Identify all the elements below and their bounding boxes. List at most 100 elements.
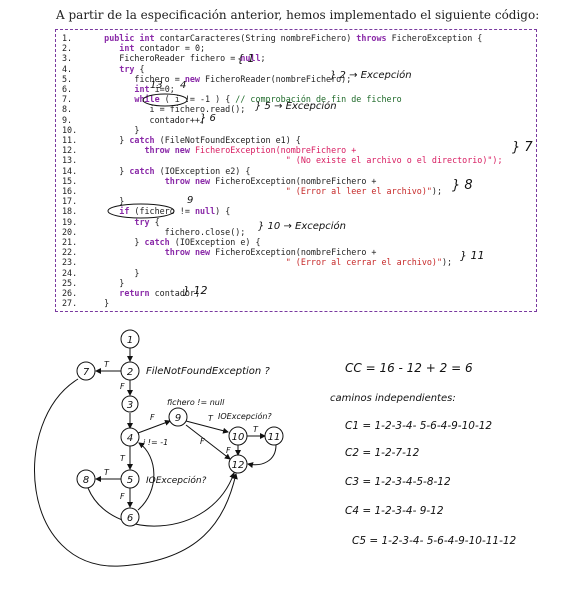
code-token <box>84 84 134 94</box>
code-token: (IOException e) { <box>169 237 261 248</box>
code-line: 8. i = fichero.read(); <box>62 104 245 114</box>
annotation-7: } 7 <box>512 140 533 155</box>
paths-heading: caminos independientes: <box>330 393 456 404</box>
node-8 <box>76 469 96 489</box>
node-12-label: 12 <box>232 460 245 471</box>
code-line: 26. return contador; <box>62 288 200 298</box>
annotation-1: { 1 <box>237 52 255 65</box>
line-number: 6. <box>62 84 73 95</box>
node-9 <box>168 407 188 427</box>
code-token: } <box>84 135 130 146</box>
code-line: 7. while ( i != -1 ) { // comprobación d… <box>62 94 402 104</box>
path-c3: C3 = 1-2-3-4-5-8-12 <box>345 476 451 488</box>
code-line: 9. contador++; <box>62 115 205 125</box>
code-token: i = fichero.read(); <box>84 104 246 115</box>
annotation-6: } 6 <box>200 113 216 124</box>
annotation-12: } 12 <box>183 284 208 297</box>
annotation-9: 9 <box>187 195 194 206</box>
line-number: 9. <box>62 114 73 125</box>
code-token: int <box>119 43 135 54</box>
edge-label-9-10: T <box>208 414 214 423</box>
code-token: " (No existe el archivo o el directorio)… <box>285 155 493 166</box>
code-token: fichero = <box>84 73 185 84</box>
line-number: 23. <box>62 257 78 268</box>
code-token: ; <box>260 53 266 64</box>
code-line: 12. throw new FicheroException(nombreFic… <box>62 145 356 155</box>
edge-9-12 <box>185 424 231 460</box>
code-line: 3. FicheroReader fichero = null; <box>62 53 266 63</box>
code-token <box>84 186 286 196</box>
code-token: } <box>84 267 140 278</box>
code-line: 22. throw new FicheroException(nombreFic… <box>62 247 376 257</box>
code-token: FicheroException(nombreFichero + <box>210 175 377 186</box>
annotation-11: } 11 <box>460 249 485 262</box>
code-token: i=0; <box>149 84 175 95</box>
code-token <box>84 43 119 53</box>
line-number: 24. <box>62 267 78 278</box>
code-token: } <box>84 298 110 309</box>
edge-4-9 <box>137 419 171 434</box>
code-token: null <box>240 53 261 64</box>
label-node-9: fichero != null <box>167 398 225 407</box>
code-token: contador; <box>149 288 200 299</box>
label-node-10: IOExcepción? <box>218 411 272 421</box>
intro-text: A partir de la especificación anterior, … <box>56 8 540 22</box>
cyclomatic-complexity: CC = 16 - 12 + 2 = 6 <box>345 361 473 375</box>
line-number: 3. <box>62 53 73 64</box>
code-token: { <box>134 63 145 74</box>
code-token: FicheroException(nombreFichero + <box>210 247 377 258</box>
code-token: " (Error al cerrar el archivo)" <box>285 257 442 268</box>
annotation-8: } 8 <box>452 178 473 193</box>
line-number: 27. <box>62 298 78 309</box>
edge-label-5-6: F <box>120 492 125 501</box>
code-line: 21. } catch (IOException e) { <box>62 237 261 247</box>
code-token: int <box>134 84 150 95</box>
code-line: 6. int i=0; <box>62 84 175 94</box>
line-number: 12. <box>62 145 78 156</box>
line-number: 26. <box>62 288 78 299</box>
label-node-4: i != -1 <box>143 438 168 447</box>
code-token: } <box>84 277 125 288</box>
code-token: contarCaracteres(String nombreFichero) <box>154 33 357 43</box>
node-1 <box>120 329 140 349</box>
code-token: ) { <box>215 206 231 217</box>
line-number: 8. <box>62 104 73 115</box>
code-token: ); <box>492 155 503 166</box>
node-12 <box>228 454 248 474</box>
node-4 <box>120 427 140 447</box>
node-11 <box>264 426 284 446</box>
code-token: throw new <box>164 247 211 258</box>
code-token <box>84 288 119 298</box>
line-number: 15. <box>62 175 78 186</box>
code-token: contador++; <box>84 114 206 125</box>
code-token: if <box>119 206 130 217</box>
line-number: 4. <box>62 63 73 74</box>
line-number: 13. <box>62 155 78 166</box>
annotation-5: } 5 → Excepción <box>255 101 337 112</box>
node-9-label: 9 <box>175 413 181 424</box>
line-number: 14. <box>62 165 78 176</box>
annotation-3: 13 <box>150 80 163 91</box>
code-token: } <box>84 237 145 248</box>
label-node-2: FileNotFoundException ? <box>146 366 270 377</box>
line-number: 21. <box>62 237 78 248</box>
code-token: FicheroException(nombreFichero + <box>189 145 357 156</box>
code-block: 1. public int contarCaracteres(String no… <box>62 33 503 308</box>
code-token: FicheroException { <box>386 33 483 43</box>
node-11-label: 11 <box>268 432 281 443</box>
code-token: " (Error al leer el archivo)" <box>285 186 432 197</box>
line-number: 16. <box>62 186 78 197</box>
code-token: (IOException e2) { <box>154 165 251 176</box>
edge-label-4-9: F <box>150 413 155 422</box>
code-token <box>84 94 134 104</box>
node-2 <box>120 361 140 381</box>
line-number: 17. <box>62 196 78 207</box>
node-2-label: 2 <box>127 367 133 378</box>
code-line: 11. } catch (FileNotFoundException e1) { <box>62 135 301 145</box>
code-token: null <box>194 206 216 217</box>
node-5 <box>120 469 140 489</box>
code-line: 16. " (Error al leer el archivo)"); <box>62 186 442 196</box>
code-line: 10. } <box>62 125 139 135</box>
node-3-label: 3 <box>127 400 133 411</box>
code-token: throw new <box>164 175 211 186</box>
